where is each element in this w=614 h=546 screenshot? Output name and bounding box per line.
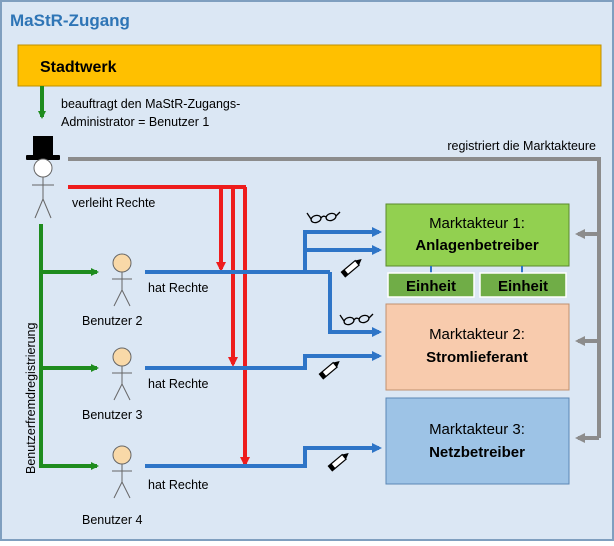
stadtwerk-box [17,44,602,87]
registriert-connector [68,157,601,443]
marktakteur1-label: Marktakteur 1: [429,215,525,232]
beauftragt-label-line1: beauftragt den MaStR-Zugangs- [61,97,240,111]
einheit-label-1: Einheit [406,278,456,295]
benutzer4-rights-label: hat Rechte [148,478,209,492]
einheit-box-1 [387,272,475,298]
benutzer4-rights-connector [145,443,382,468]
verleiht-rechte-label: verleiht Rechte [72,196,155,210]
marktakteur2-label: Marktakteur 2: [429,326,525,343]
pencil-icon [318,361,340,380]
marktakteur3-role: Netzbetreiber [429,444,525,461]
stadtwerk-label: Stadtwerk [40,59,117,76]
benutzerfremdregistrierung-label: Benutzerfremdregistrierung [24,322,38,474]
marktakteur2-box [385,303,570,391]
benutzer2-rights-connector [145,227,382,337]
benutzer3-rights-label: hat Rechte [148,377,209,391]
admin-person-icon [26,136,60,219]
marktakteur3-label: Marktakteur 3: [429,421,525,438]
glasses-icon [306,211,341,224]
benutzer3-label: Benutzer 3 [82,408,143,422]
benutzer2-label: Benutzer 2 [82,314,143,328]
diagram-title: MaStR-Zugang [10,11,130,30]
glasses-icon [339,313,374,326]
pencil-icon [340,259,362,278]
benutzer4-person-icon [112,445,132,499]
marktakteur1-role: Anlagenbetreiber [415,237,539,254]
marktakteur2-role: Stromlieferant [426,349,528,366]
benutzerregistrierung-connector [39,224,99,470]
einheit-box-2 [479,272,567,298]
einheit-label-2: Einheit [498,278,548,295]
beauftragt-label-line2: Administrator = Benutzer 1 [61,115,209,129]
benutzer2-rights-label: hat Rechte [148,281,209,295]
registriert-label: registriert die Marktakteure [447,139,596,153]
benutzer2-person-icon [112,253,132,307]
marktakteur1-box [385,203,570,267]
benutzer4-label: Benutzer 4 [82,513,143,527]
verleiht-rechte-connector [68,185,250,467]
marktakteur3-box [385,397,570,485]
benutzer3-person-icon [112,347,132,401]
pencil-icon [327,453,349,472]
benutzer3-rights-connector [145,351,382,370]
